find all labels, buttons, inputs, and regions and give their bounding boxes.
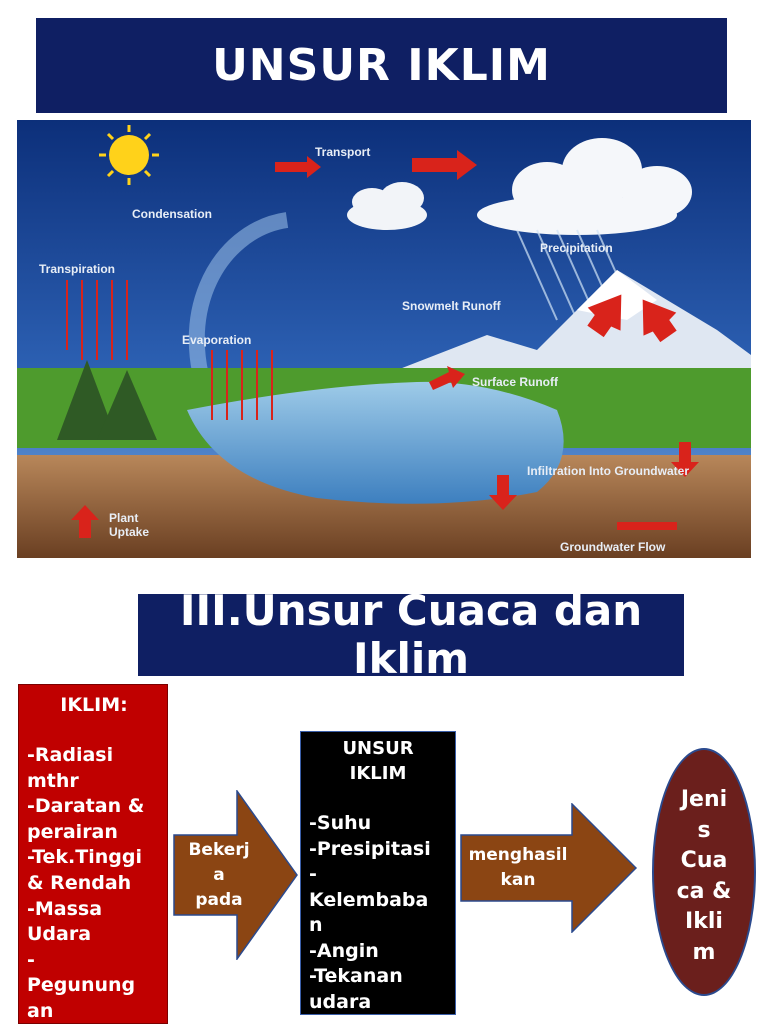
label-precipitation: Precipitation [540, 241, 613, 255]
mountains [397, 270, 751, 375]
list-item: udara [309, 990, 372, 1013]
infiltration-arrow-icon [489, 475, 517, 510]
list-item: -Radiasi [27, 744, 114, 766]
groundwater-flow-arrow-icon [617, 522, 677, 530]
oval-label-line: Jeni [680, 787, 728, 812]
label-transpiration: Transpiration [39, 262, 115, 276]
climate-controls-box: KENDALI IKLIM: -Radiasi mthr -Daratan & … [18, 684, 168, 1024]
list-item: -Suhu [309, 812, 372, 834]
black-box-heading-2: IKLIM [349, 763, 407, 784]
arrow-label-line: menghasil [468, 845, 568, 865]
black-box-heading-1: UNSUR [342, 738, 414, 759]
label-snowmelt-runoff: Snowmelt Runoff [402, 299, 502, 313]
cloud-small-icon [347, 182, 427, 230]
transport-arrow-icon [412, 150, 477, 180]
ground-layer [17, 455, 751, 558]
label-condensation: Condensation [132, 207, 212, 221]
page-title: UNSUR IKLIM [212, 40, 551, 91]
list-item: -Massa [27, 897, 103, 920]
subtitle-line-1: III.Unsur Cuaca dan [179, 594, 643, 635]
water-cycle-diagram: Transport Condensation Transpiration Pre… [17, 120, 751, 558]
sun-icon [99, 125, 159, 185]
arrow-label-line: Bekerj [188, 840, 250, 860]
lake [187, 381, 564, 504]
label-plant-uptake-2: Uptake [109, 525, 149, 539]
label-groundwater-flow: Groundwater Flow [560, 540, 666, 554]
oval-label-line: Cua [680, 848, 728, 873]
list-item: perairan [27, 820, 118, 843]
list-item: & Rendah [27, 871, 132, 894]
climate-elements-list: -Suhu -Presipitasi - Kelembaba n -Angin … [309, 811, 449, 1014]
evaporation-arrows [211, 350, 273, 420]
subtitle-banner: III.Unsur Cuaca dan Iklim [138, 594, 684, 676]
label-transport: Transport [315, 145, 370, 159]
label-plant-uptake-1: Plant [109, 511, 138, 525]
result-oval-label: Jeni s Cua ca & Ikli m [664, 785, 744, 968]
oval-label-line: s [697, 817, 711, 843]
arrow-bekerja-pada [173, 790, 298, 960]
transpiration-arrows [66, 280, 128, 360]
list-item: mthr [27, 769, 79, 792]
list-item: an [27, 999, 54, 1022]
arrow-label-line: pada [195, 890, 243, 910]
label-infiltration: Infiltration Into Groundwater [527, 464, 689, 478]
arrow-menghasilkan [460, 803, 638, 933]
climate-elements-box: UNSUR IKLIM -Suhu -Presipitasi - Kelemba… [300, 731, 456, 1015]
oval-label-line: m [692, 939, 716, 965]
transport-arrow-icon [275, 156, 321, 178]
infiltration-arrow-icon [671, 442, 699, 477]
list-item: Udara [27, 923, 92, 946]
list-item: -Tek.Tinggi [27, 846, 142, 869]
snowmelt-arrow-icon [587, 294, 622, 338]
cloud-large-icon [477, 138, 692, 235]
arrow-menghasilkan-label: menghasil kan [462, 843, 574, 893]
label-evaporation: Evaporation [182, 333, 251, 347]
red-box-heading-2: IKLIM: [60, 693, 128, 716]
arrow-label-line: kan [500, 870, 536, 890]
list-item: -Daratan & [27, 795, 145, 818]
snowmelt-arrow-icon [642, 299, 677, 343]
list-item: Kelembaba [309, 888, 429, 911]
red-box-heading-1: KENDALI [19, 685, 167, 693]
list-item: -Presipitasi [309, 837, 431, 860]
list-item: n [309, 914, 323, 936]
list-item: Pegunung [27, 974, 136, 997]
subtitle-line-2: Iklim [352, 634, 470, 677]
plant-uptake-arrow-icon [71, 505, 99, 538]
climate-controls-list: -Radiasi mthr -Daratan & perairan -Tek.T… [27, 743, 167, 1023]
list-item: -Angin [309, 939, 379, 962]
arrow-bekerja-pada-label: Bekerj a pada [178, 838, 260, 913]
list-item: -Tekanan [309, 965, 403, 987]
water-cycle-illustration: Transport Condensation Transpiration Pre… [17, 120, 751, 558]
list-item: - [309, 863, 317, 885]
label-surface-runoff: Surface Runoff [472, 375, 559, 389]
title-banner: UNSUR IKLIM [36, 18, 727, 113]
arrow-label-line: a [213, 865, 225, 885]
list-item: - [27, 948, 35, 971]
oval-label-line: Ikli [685, 909, 723, 934]
trees-icon [57, 360, 157, 440]
oval-label-line: ca & [676, 878, 732, 904]
surface-runoff-arrow-icon [429, 366, 465, 390]
result-oval [652, 748, 756, 996]
